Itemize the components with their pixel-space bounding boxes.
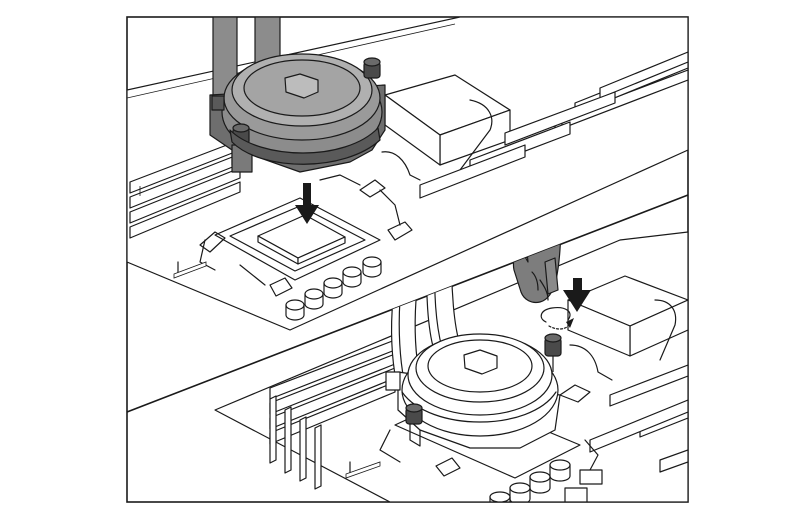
capacitors-top — [285, 256, 382, 321]
vrm-heatsink-bottom — [567, 275, 688, 381]
cpu-socket-top — [199, 174, 413, 297]
pump-block-top — [209, 53, 386, 173]
ram-slots-bottom — [269, 339, 396, 490]
brand-logo-icon — [284, 73, 319, 99]
vrm-heatsink-top — [381, 74, 511, 181]
panel-place-pump — [127, 17, 688, 331]
pcie-slots-top — [419, 51, 688, 199]
brand-logo-bottom — [463, 349, 498, 375]
pin-header-top — [173, 261, 207, 279]
pcie-slots-bottom — [589, 364, 688, 473]
pin-header-bottom — [345, 461, 381, 479]
down-arrow-icon — [295, 183, 319, 224]
ram-slots-top — [129, 139, 241, 239]
rotation-arrow-icon — [540, 307, 574, 330]
panel-tighten-screws — [214, 195, 688, 502]
capacitors-bottom — [489, 459, 603, 502]
down-arrow-icon — [563, 278, 591, 312]
pump-block-bottom — [385, 333, 562, 449]
